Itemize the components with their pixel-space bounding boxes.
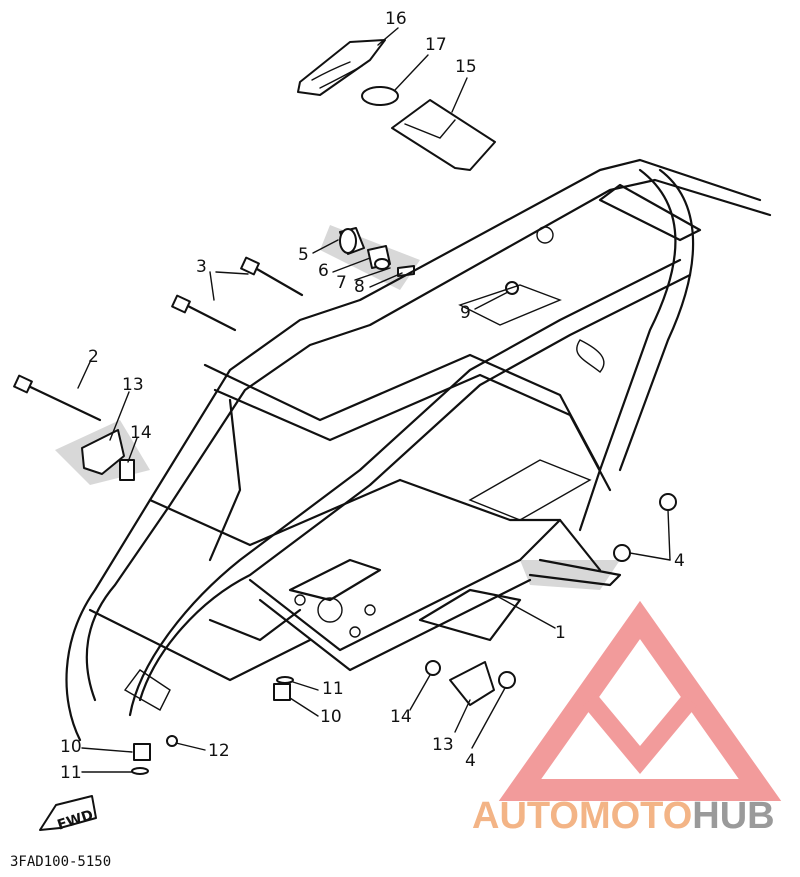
part-17-oring [361, 86, 399, 106]
callout-6: 6 [318, 261, 329, 281]
callout-5: 5 [298, 245, 309, 265]
callout-1: 1 [555, 623, 566, 643]
callout-10b: 10 [60, 737, 82, 757]
main-frame [65, 158, 772, 742]
callout-14: 14 [130, 423, 152, 443]
leader-lines [77, 27, 671, 773]
callout-14b: 14 [390, 707, 412, 727]
callout-4: 4 [674, 551, 685, 571]
callout-11b: 11 [60, 763, 82, 783]
watermark-moto: MOTO [579, 795, 692, 837]
part-15-case [391, 99, 496, 171]
part-16-strap [297, 39, 386, 96]
callout-9: 9 [460, 303, 471, 323]
callout-15: 15 [455, 57, 477, 77]
svg-text:AUTOMOTOHUB: AUTOMOTOHUB [472, 795, 775, 837]
callout-16: 16 [385, 9, 407, 29]
callout-7: 7 [336, 273, 347, 293]
bracket-13-right [131, 493, 677, 775]
automotohub-logo-icon [498, 600, 782, 801]
watermark-auto: AUTO [472, 795, 579, 837]
callout-13b: 13 [432, 735, 454, 755]
callout-2: 2 [88, 347, 99, 367]
callout-11: 11 [322, 679, 344, 699]
callout-4b: 4 [465, 751, 476, 771]
watermark-hub: HUB [692, 795, 774, 837]
forward-arrow-icon: FWD [39, 795, 97, 834]
callout-8: 8 [354, 277, 365, 297]
callout-13: 13 [122, 375, 144, 395]
bushing-parts [339, 227, 519, 295]
bracket-13-left [81, 429, 135, 481]
part-code: 3FAD100-5150 [10, 854, 111, 870]
callout-17: 17 [425, 35, 447, 55]
callout-labels: 1 2 3 4 4 4 5 6 7 8 9 10 10 11 11 12 13 … [60, 9, 685, 783]
bolts-2-3 [13, 256, 304, 422]
automotohub-watermark: AUTOMOTOHUB [472, 795, 775, 837]
callout-10: 10 [320, 707, 342, 727]
callout-3: 3 [196, 257, 207, 277]
callout-12: 12 [208, 741, 230, 761]
